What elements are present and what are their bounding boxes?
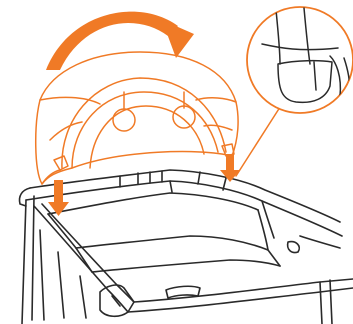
canopy-fabric bbox=[35, 51, 239, 185]
playard-frame bbox=[18, 169, 353, 324]
hanging-toy-right bbox=[172, 105, 196, 129]
canopy-arch-rods bbox=[61, 77, 227, 169]
magnifier-detail-icon bbox=[246, 6, 353, 114]
canopy bbox=[35, 51, 283, 185]
down-arrow-icon bbox=[48, 180, 69, 216]
magnifier-callout-line bbox=[235, 103, 283, 177]
hanging-toy-left bbox=[112, 108, 136, 132]
curved-rotate-arrow-icon bbox=[46, 11, 194, 70]
down-arrow-icon bbox=[220, 154, 240, 182]
